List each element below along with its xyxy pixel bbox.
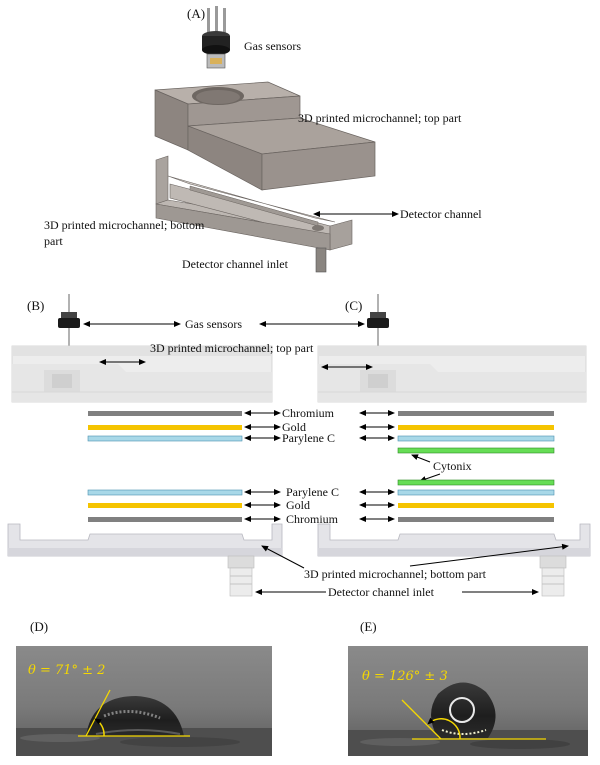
chromium-layer-b-top [88,411,242,416]
parylene-layer-c-bottom [397,489,555,496]
gas-sensor-c [367,294,389,346]
gold-label-bottom: Gold [286,498,310,512]
parylene-label-bottom: Parylene C [286,485,339,499]
gas-sensor-b [58,294,80,346]
chromium-layer-c-bottom [398,517,554,522]
bottom-part-label-bc: 3D printed microchannel; bottom part [304,567,487,581]
top-part-3d [154,81,376,191]
contact-angle-d: θ = 71° ± 2 [28,663,105,678]
panel-bc: (B) (C) Gas sensors [7,294,591,599]
droplet-photo-e [348,646,588,756]
chromium-layer-c-top [398,411,554,416]
top-part-label-a: 3D printed microchannel; top part [298,111,462,125]
panel-e: (E) θ = 126° ± 3 [348,619,588,756]
top-part-section-c [317,345,587,403]
gold-layer-b-bottom [88,503,242,508]
panel-d: (D) θ = 71° ± 2 [16,619,272,756]
panel-a-label: (A) [187,6,205,21]
chromium-label-bottom: Chromium [286,512,339,526]
chromium-label-top: Chromium [282,406,335,420]
inlet-label-bc: Detector channel inlet [328,585,435,599]
chromium-layer-b-bottom [88,517,242,522]
cytonix-layer-c-top [397,447,555,454]
gold-layer-c-top [398,425,554,430]
inlet-label-a: Detector channel inlet [182,257,289,271]
parylene-label-top: Parylene C [282,431,335,445]
bottom-part-section-c [317,523,591,597]
panel-c-label: (C) [345,298,362,313]
panel-d-label: (D) [30,619,48,634]
bottom-part-section-b [7,523,283,597]
bottom-part-label-a-line1: 3D printed microchannel; bottom [44,218,205,232]
top-part-label-b: 3D printed microchannel; top part [150,341,314,355]
cytonix-label: Cytonix [433,459,472,473]
parylene-layer-b-top [87,435,243,442]
panel-a: (A) Gas sensors 3D printed microchannel;… [44,6,482,273]
parylene-layer-c-top [397,435,555,442]
gas-sensor-a [202,6,230,69]
panel-e-label: (E) [360,619,377,634]
gold-layer-c-bottom [398,503,554,508]
gas-sensors-label-bc: Gas sensors [185,317,242,331]
detector-channel-label: Detector channel [400,207,482,221]
cytonix-layer-c-bottom [397,479,555,486]
gold-label-top: Gold [282,420,306,434]
bottom-part-3d [155,155,353,273]
parylene-layer-b-bottom [87,489,243,496]
droplet-photo-d [16,646,272,756]
panel-b-label: (B) [27,298,44,313]
top-part-section-b [11,345,273,403]
bottom-part-label-a-line2: part [44,234,63,248]
contact-angle-e: θ = 126° ± 3 [362,669,448,684]
gold-layer-b-top [88,425,242,430]
gas-sensors-label-a: Gas sensors [244,39,301,53]
